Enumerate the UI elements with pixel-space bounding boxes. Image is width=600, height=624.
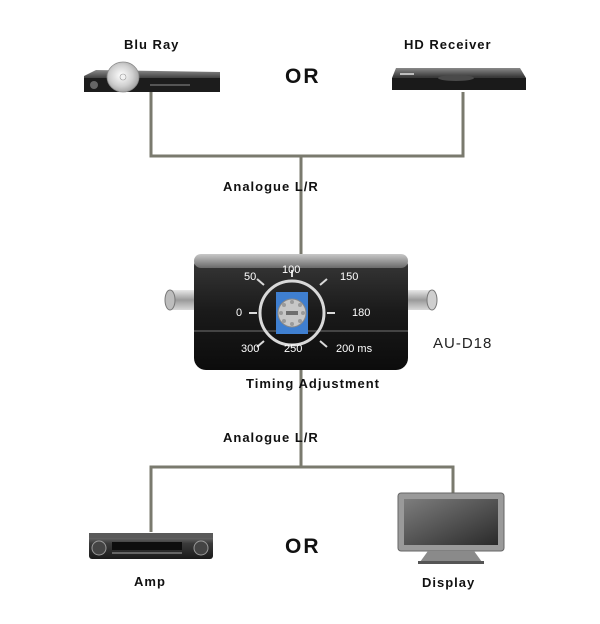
device-caption: Timing Adjustment	[246, 376, 380, 391]
dial-value-250: 250	[284, 343, 303, 355]
source-label-hd-receiver: HD Receiver	[404, 37, 492, 52]
connection-label-top: Analogue L/R	[223, 179, 319, 194]
dial-value-200ms: 200 ms	[336, 343, 373, 355]
or-label-top: OR	[285, 65, 321, 88]
dial-value-150: 150	[340, 271, 359, 283]
dial-value-50: 50	[244, 271, 257, 283]
connection-label-bottom: Analogue L/R	[223, 430, 319, 445]
hd-receiver-icon	[392, 68, 526, 90]
output-label-amp: Amp	[134, 574, 166, 589]
device-model-label: AU-D18	[433, 335, 493, 352]
display-monitor-icon	[397, 492, 505, 564]
source-label-blu-ray: Blu Ray	[124, 37, 180, 52]
top-wiring	[149, 92, 465, 255]
amplifier-icon	[89, 533, 213, 559]
bottom-wiring	[149, 370, 455, 532]
output-label-display: Display	[422, 575, 476, 590]
dial-value-180: 180	[352, 307, 371, 319]
blu-ray-player-icon	[84, 61, 220, 93]
dial-value-100: 100	[282, 264, 301, 276]
dial-value-300: 300	[241, 343, 260, 355]
dial-value-0: 0	[236, 307, 243, 319]
or-label-bottom: OR	[285, 535, 321, 558]
au-d18-device	[164, 254, 438, 370]
